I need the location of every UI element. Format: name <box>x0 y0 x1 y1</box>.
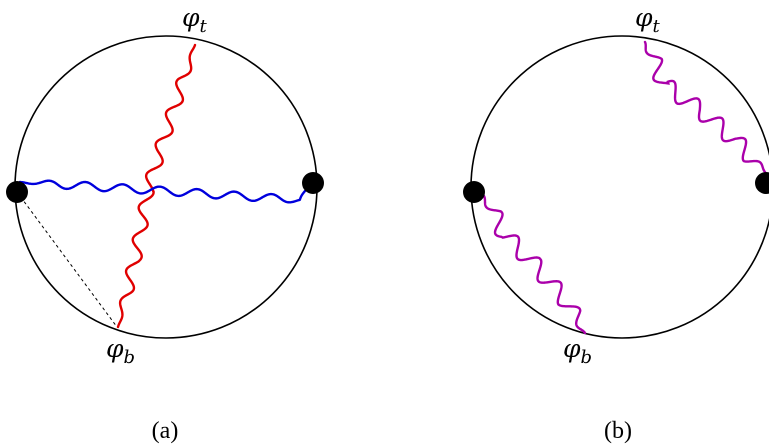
panel-a-bottom-label: φb <box>106 334 135 368</box>
panel-b-upper-arc-curve <box>643 40 767 174</box>
panel-a-right-marker <box>302 172 324 194</box>
panel-a-caption: (a) <box>152 418 179 444</box>
panel-b-lower-arc-curve <box>482 194 587 335</box>
panel-b-bottom-label: φb <box>563 334 592 368</box>
panel-b: φt φb (b) <box>463 3 769 444</box>
panel-a: φt φb (a) <box>6 3 324 444</box>
panel-a-horizontal-curve <box>18 179 312 204</box>
panel-b-right-marker <box>755 172 769 194</box>
panel-b-left-marker <box>463 181 485 203</box>
panel-b-circle <box>470 35 769 339</box>
panel-a-left-marker <box>6 181 28 203</box>
panel-b-top-label: φt <box>635 3 661 37</box>
panel-b-caption: (b) <box>604 418 632 444</box>
panel-a-top-label: φt <box>182 3 208 37</box>
panel-a-dashed-chord <box>16 191 118 328</box>
panel-a-vertical-curve <box>116 43 197 329</box>
